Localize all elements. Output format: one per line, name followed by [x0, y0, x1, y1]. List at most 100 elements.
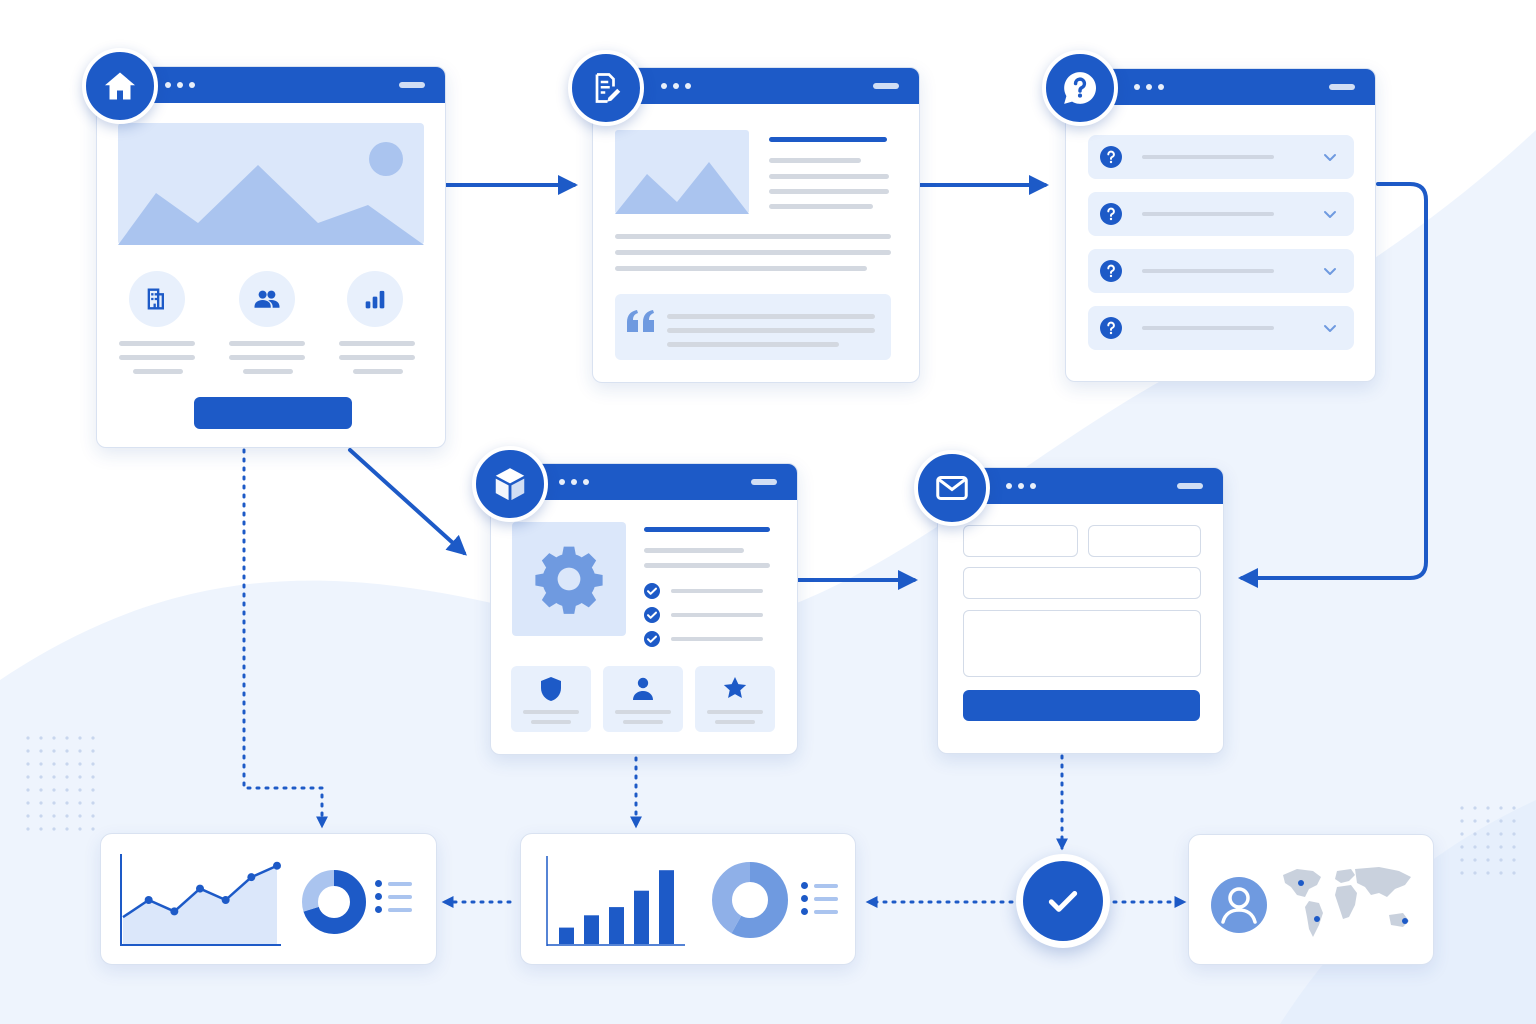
email-field[interactable]	[963, 567, 1201, 599]
legend-line	[814, 909, 838, 914]
legend-dot	[375, 893, 382, 900]
gear-icon	[535, 546, 603, 614]
article-page-window	[592, 67, 920, 383]
text-placeholder	[523, 710, 579, 714]
trend-area	[123, 865, 277, 946]
text-placeholder	[119, 341, 195, 346]
decor-dot	[1460, 858, 1464, 862]
text-placeholder	[769, 204, 873, 209]
decor-dot	[26, 736, 30, 740]
text-placeholder	[707, 710, 763, 714]
success-node	[1016, 854, 1110, 948]
decor-dot	[1460, 871, 1464, 875]
decor-dot	[26, 749, 30, 753]
decor-dot	[1499, 845, 1503, 849]
decor-dot	[91, 736, 95, 740]
bar	[609, 907, 624, 944]
audience-map-card	[1188, 834, 1434, 965]
faq-badge	[1042, 50, 1118, 126]
decor-dot	[1460, 819, 1464, 823]
first-name-field[interactable]	[963, 525, 1078, 557]
decor-dot	[39, 736, 43, 740]
bar	[584, 915, 599, 944]
decor-dot	[78, 827, 82, 831]
decor-dot	[26, 801, 30, 805]
decor-dot	[78, 736, 82, 740]
home-badge	[82, 48, 158, 124]
window-control[interactable]	[1329, 84, 1355, 90]
decor-dot	[78, 801, 82, 805]
question-icon	[1100, 260, 1122, 282]
text-placeholder	[1142, 212, 1274, 216]
line-chart	[120, 854, 281, 946]
legend-dot	[801, 908, 808, 915]
product-badge	[472, 446, 548, 522]
faq-item[interactable]	[1088, 135, 1354, 179]
faq-item[interactable]	[1088, 192, 1354, 236]
decor-dot	[1486, 832, 1490, 836]
decor-dot	[52, 736, 56, 740]
text-placeholder	[229, 355, 305, 360]
question-icon	[1100, 203, 1122, 225]
decor-dot	[65, 814, 69, 818]
decor-dot	[78, 749, 82, 753]
decor-dot	[26, 814, 30, 818]
donut-chart-small	[302, 870, 366, 934]
last-name-field[interactable]	[1088, 525, 1201, 557]
shield-icon	[541, 677, 561, 701]
text-placeholder	[671, 589, 763, 593]
text-placeholder	[1142, 326, 1274, 330]
article-heading-placeholder	[769, 137, 887, 142]
feature-icon-circle-1	[129, 271, 185, 327]
product-page-window	[490, 463, 798, 755]
question-icon	[1100, 317, 1122, 339]
decor-dot	[52, 827, 56, 831]
product-image-placeholder	[512, 522, 626, 636]
question-icon	[1100, 146, 1122, 168]
decor-dot	[1512, 806, 1516, 810]
text-placeholder	[671, 637, 763, 641]
decor-dot	[1486, 845, 1490, 849]
decor-dot	[1460, 832, 1464, 836]
text-placeholder	[769, 189, 889, 194]
decor-dot	[1460, 845, 1464, 849]
text-placeholder	[769, 174, 889, 179]
text-placeholder	[119, 355, 195, 360]
contact-badge	[914, 450, 990, 526]
cta-button[interactable]	[194, 397, 352, 429]
decor-dot	[1499, 871, 1503, 875]
product-heading-placeholder	[644, 527, 770, 532]
feature-icon-circle-2	[239, 271, 295, 327]
decor-dot	[1486, 819, 1490, 823]
legend-dot	[375, 880, 382, 887]
user-icon	[633, 677, 653, 700]
window-control[interactable]	[399, 82, 425, 88]
decor-dot	[78, 788, 82, 792]
quote-block	[615, 294, 891, 360]
trend-point	[144, 896, 153, 904]
window-control[interactable]	[873, 83, 899, 89]
window-dots	[559, 479, 589, 485]
decor-dot	[52, 814, 56, 818]
text-placeholder	[615, 710, 671, 714]
window-control[interactable]	[1177, 483, 1203, 489]
chevron-down-icon	[1324, 211, 1336, 218]
decor-dot	[1499, 819, 1503, 823]
decor-dot	[39, 827, 43, 831]
window-control[interactable]	[751, 479, 777, 485]
faq-item[interactable]	[1088, 249, 1354, 293]
trend-point	[221, 896, 230, 904]
decor-dot	[91, 788, 95, 792]
product-feature-2	[603, 666, 683, 732]
message-field[interactable]	[963, 610, 1201, 677]
window-dots	[1134, 84, 1164, 90]
document-edit-icon	[595, 73, 621, 103]
check-icon	[1048, 891, 1078, 912]
decor-dot	[1512, 845, 1516, 849]
contact-form-window	[937, 467, 1224, 754]
text-placeholder	[133, 369, 183, 374]
submit-button[interactable]	[963, 690, 1200, 721]
faq-item[interactable]	[1088, 306, 1354, 350]
decor-dot	[39, 749, 43, 753]
text-placeholder	[531, 720, 571, 724]
